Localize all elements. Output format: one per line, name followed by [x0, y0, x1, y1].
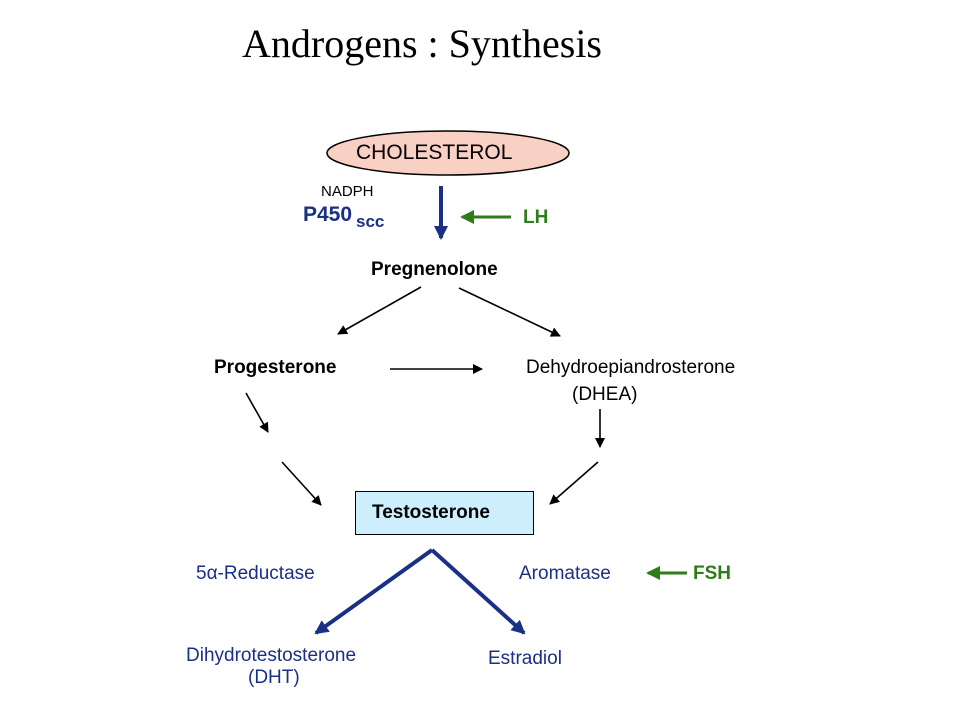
- dht-abbreviation: (DHT): [248, 667, 300, 688]
- cholesterol-node: [326, 130, 570, 176]
- pregnenolone-label: Pregnenolone: [371, 259, 498, 280]
- arrow-dhea-down-2: [549, 461, 599, 505]
- arrow-progesterone-down-2: [281, 461, 322, 506]
- dht-label: Dihydrotestosterone: [186, 645, 357, 666]
- aromatase-label: Aromatase: [519, 563, 611, 584]
- scc-label: scc: [356, 212, 385, 231]
- testosterone-box: [355, 491, 534, 535]
- estradiol-label: Estradiol: [488, 648, 562, 669]
- arrow-testosterone-to-dht: [314, 548, 434, 635]
- fsh-label: FSH: [693, 563, 731, 584]
- dhea-label: Dehydroepiandrosterone: [526, 357, 736, 378]
- testosterone-label: Testosterone: [372, 502, 490, 523]
- lh-label: LH: [523, 207, 549, 228]
- progesterone-label: Progesterone: [214, 357, 337, 378]
- p450-label: P450: [303, 203, 353, 226]
- reductase-label: 5α-Reductase: [196, 563, 315, 584]
- dhea-abbreviation: (DHEA): [572, 384, 638, 405]
- cholesterol-label: CHOLESTEROL: [356, 141, 513, 164]
- arrow-testosterone-to-estradiol: [430, 548, 526, 635]
- nadph-label: NADPH: [321, 183, 374, 200]
- arrow-pregnenolone-to-progesterone: [337, 286, 422, 335]
- arrow-progesterone-down-1: [245, 392, 269, 433]
- arrow-pregnenolone-to-dhea: [458, 287, 561, 337]
- page-title: Androgens : Synthesis: [242, 21, 602, 66]
